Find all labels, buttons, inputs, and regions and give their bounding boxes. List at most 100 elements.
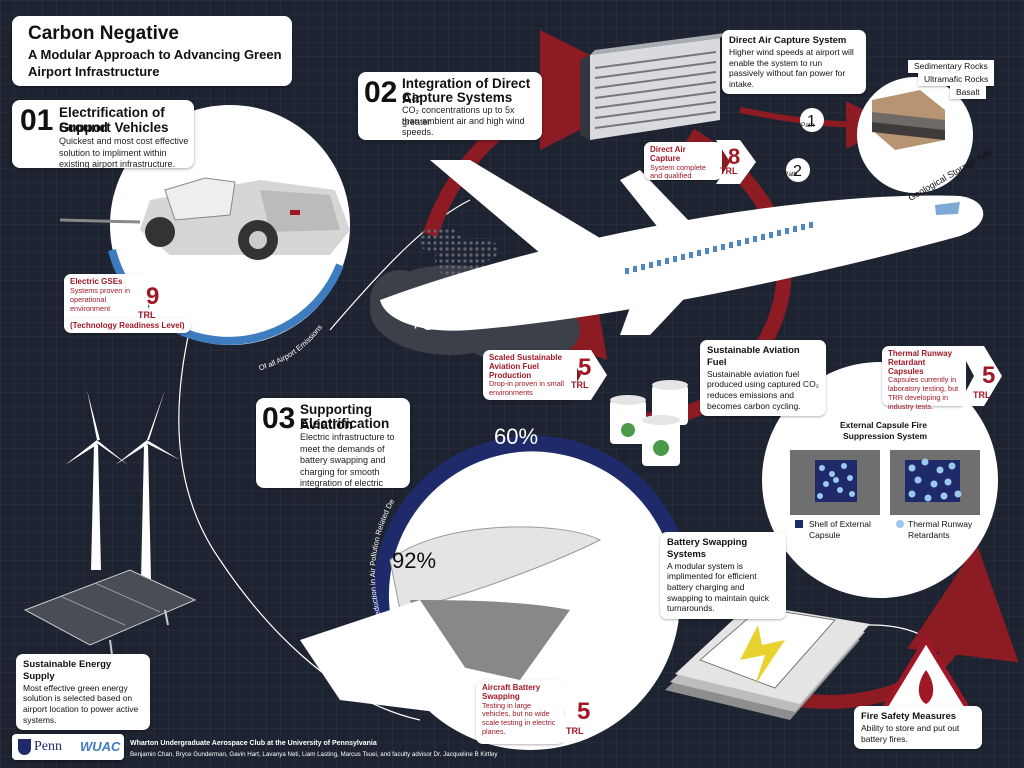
section-03-title-1: Supporting Aviation [300,402,372,433]
section-02-body-3: speeds. [402,127,434,137]
energy-supply-body: Most effective green energy solution is … [23,682,139,725]
legend-retardant-2: Retardants [908,530,950,540]
trl-chevron [552,684,594,742]
path-2-marker [786,158,810,182]
section-02-title-2: Capture Systems [402,90,513,105]
trl-battery-level: 5 [577,698,591,725]
wind-turbines-illustration [65,390,180,580]
saf-title: Sustainable Aviation Fuel [707,345,800,368]
battery-swap-title: Battery Swapping Systems [667,537,748,560]
fire-safety-title: Fire Safety Measures [861,711,957,722]
thermal-capsule-circle [762,362,998,598]
dac-system-body: Higher wind speeds at airport will enabl… [729,46,854,89]
geo-layer-sedimentary: Sedimentary Rocks [908,60,994,73]
penn-shield-icon [18,739,31,755]
trl-chevron [958,346,1002,406]
trl-chevron [716,140,756,184]
trl-battery-swapping: Aircraft Battery Swapping Testing in lar… [476,680,564,744]
title-sub-1: A Modular Approach to Advancing Green [28,47,282,62]
section-01-title-1: Electrification of Ground [59,105,165,136]
trl-dac-tag: TRL [720,166,738,176]
trl-chevron [136,274,178,330]
legend-retardant-1: Thermal Runway [908,519,973,529]
trl-direct-air-capture: Direct Air Capture System complete and q… [644,142,722,180]
airplane-illustration [380,160,984,335]
gse-circle: Of all Airport Emissions [59,105,350,372]
fire-safety-card: Fire Safety Measures Ability to store an… [854,706,982,750]
trl-thermal-level: 5 [982,362,996,389]
path-1-word: Path [801,122,815,129]
fuel-barrels-illustration [610,380,688,466]
section-02-body-2: than ambient air and high wind [402,116,525,126]
trl-electric-gse-level: 9 [146,283,160,310]
trl-thermal-desc: Capsules currently in laboratory testing… [888,375,959,412]
trl-dac-name: Direct Air Capture [650,145,686,163]
battery-swap-card: Battery Swapping Systems A modular syste… [660,532,786,619]
trl-electric-gse-name: Electric GSEs [70,277,123,286]
fire-safety-body: Ability to store and put out battery fir… [861,722,960,744]
geological-site-illustration [857,77,973,193]
trl-battery-tag: TRL [566,726,584,736]
energy-supply-card: Sustainable Energy Supply Most effective… [16,654,150,731]
title-main: Carbon Negative [28,23,179,44]
section-01-number: 01 [20,104,54,137]
trl-dac-desc: System complete and qualified [650,162,706,181]
footer-org: Wharton Undergraduate Aerospace Club at … [130,740,377,747]
path-1-number: 1 [807,113,816,130]
saf-card: Sustainable Aviation Fuel Sustainable av… [700,340,826,417]
wuac-logo-text: WUAC [80,739,121,754]
path-1-marker [800,108,824,132]
capsule-circle-title-1: External Capsule Fire [840,420,927,430]
section-03-card: 03 Supporting Aviation Electrification E… [256,398,410,500]
footer-logos: Penn WUAC [12,734,124,760]
capsule-circle-title-2: Suppression System [843,431,928,441]
saf-body: Sustainable aviation fuel produced using… [707,368,819,411]
section-03-number: 03 [262,402,296,435]
section-02-number: 02 [364,76,398,109]
section-03-title-2: Electrification [300,416,390,431]
dac-unit-illustration [580,33,725,140]
geo-layer-ultramafic: Ultramafic Rocks [918,73,995,86]
gse-percent: 8% [232,300,264,325]
dac-cycle-arc [639,128,792,428]
section-01-body: Quickest and most cost effective solutio… [59,136,189,170]
dac-system-card: Direct Air Capture System Higher wind sp… [722,30,866,95]
electric-aircraft-percent-60: 60% [494,424,539,449]
trl-dac-level: 8 [728,144,741,169]
battery-swap-body: A modular system is implimented for effi… [667,560,770,614]
electric-aircraft-percent-92: 92% [392,548,437,573]
trl-thermal-capsules: Thermal Runway Retardant Capsules Capsul… [882,346,966,411]
section-01-title-2: Support Vehicles [59,120,169,135]
section-01-card: 01 Electrification of Ground Support Veh… [12,100,194,170]
trl-saf-production: Scaled Sustainable Aviation Fuel Product… [483,350,577,400]
trl-battery-name: Aircraft Battery Swapping [482,683,541,701]
section-03-body: Electric infrastructure to meet the dema… [300,432,395,500]
trl-thermal-tag: TRL [973,390,991,400]
path-2-word: Path [784,171,798,178]
trl-thermal-name: Thermal Runway Retardant Capsules [888,349,953,376]
solar-panel-illustration [23,569,197,656]
section-02-body-1: CO₂ concentrations up to 5x greater [402,105,515,127]
legend-shell-1: Shell of External [809,519,871,529]
section-02-card: 02 Integration of Direct Air Capture Sys… [358,72,542,140]
trl-saf-tag: TRL [571,380,589,390]
trl-saf-desc: Drop-in proven in small environments [489,379,565,398]
trl-electric-gse-desc: Systems proven in operational environmen… [70,285,131,313]
footer-credits: Benjamin Chan, Bryce Gunderman, Gavin Ha… [130,751,498,758]
energy-supply-title: Sustainable Energy Supply [23,659,112,682]
trl-saf-name: Scaled Sustainable Aviation Fuel Product… [489,353,562,380]
legend-shell-2: Capsule [809,530,841,540]
trl-electric-gse-tag: TRL [138,310,156,320]
co2-label: +CO2 [410,314,460,335]
geo-layer-basalt: Basalt [950,86,986,99]
trl-saf-level: 5 [578,354,592,381]
title-card: Carbon Negative A Modular Approach to Ad… [12,16,292,86]
section-02-title-1: Integration of Direct Air [402,76,531,107]
path-2-number: 2 [793,163,802,180]
trl-chevron [567,350,607,400]
title-sub-2: Airport Infrastructure [28,64,160,79]
battery-pack-illustration [665,604,870,720]
dac-system-title: Direct Air Capture System [729,35,847,46]
tug-vehicle-illustration [59,177,350,260]
